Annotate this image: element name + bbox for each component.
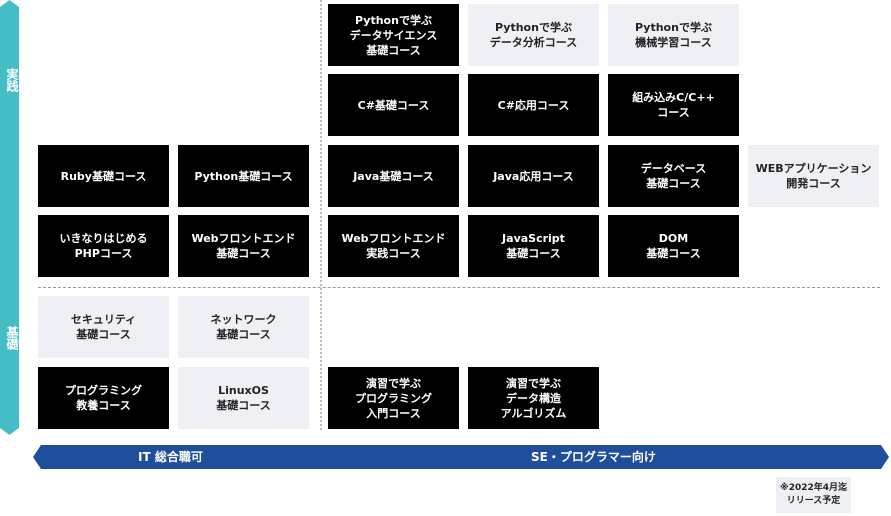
course-php[interactable]: いきなりはじめる PHPコース	[38, 215, 169, 277]
course-security[interactable]: セキュリティ 基礎コース	[38, 296, 169, 358]
course-csharp-advanced[interactable]: C#応用コース	[468, 74, 599, 136]
course-algorithm[interactable]: 演習で学ぶ データ構造 アルゴリズム	[468, 367, 599, 429]
axis-label-it-general: IT 総合職可	[138, 450, 203, 464]
course-web-frontend-basic[interactable]: Webフロントエンド 基礎コース	[178, 215, 309, 277]
course-network[interactable]: ネットワーク 基礎コース	[178, 296, 309, 358]
horizontal-divider	[38, 287, 880, 288]
course-python-data-analysis[interactable]: Pythonで学ぶ データ分析コース	[468, 4, 599, 66]
course-embedded-c[interactable]: 組み込みC/C++ コース	[608, 74, 739, 136]
course-programming-liberal[interactable]: プログラミング 教養コース	[38, 367, 169, 429]
course-csharp-basic[interactable]: C#基礎コース	[328, 74, 459, 136]
course-java-advanced[interactable]: Java応用コース	[468, 145, 599, 207]
course-webapp[interactable]: WEBアプリケーション 開発コース	[748, 145, 879, 207]
course-ruby[interactable]: Ruby基礎コース	[38, 145, 169, 207]
course-java-basic[interactable]: Java基礎コース	[328, 145, 459, 207]
axis-label-se-programmer: SE・プログラマー向け	[531, 450, 656, 464]
course-javascript[interactable]: JavaScript 基礎コース	[468, 215, 599, 277]
course-dom[interactable]: DOM 基礎コース	[608, 215, 739, 277]
axis-label-practice: 実践	[5, 68, 19, 92]
course-python-machine-learning[interactable]: Pythonで学ぶ 機械学習コース	[608, 4, 739, 66]
target-axis-arrow	[33, 445, 889, 469]
vertical-divider	[320, 0, 322, 430]
course-programming-intro[interactable]: 演習で学ぶ プログラミング 入門コース	[328, 367, 459, 429]
course-database[interactable]: データベース 基礎コース	[608, 145, 739, 207]
axis-label-basic: 基礎	[5, 326, 19, 350]
level-axis-arrow	[0, 0, 19, 435]
course-python-basic[interactable]: Python基礎コース	[178, 145, 309, 207]
course-linux[interactable]: LinuxOS 基礎コース	[178, 367, 309, 429]
course-web-frontend-practice[interactable]: Webフロントエンド 実践コース	[328, 215, 459, 277]
release-note: ※2022年4月迄 リリース予定	[776, 477, 851, 513]
course-python-data-science[interactable]: Pythonで学ぶ データサイエンス 基礎コース	[328, 4, 459, 66]
